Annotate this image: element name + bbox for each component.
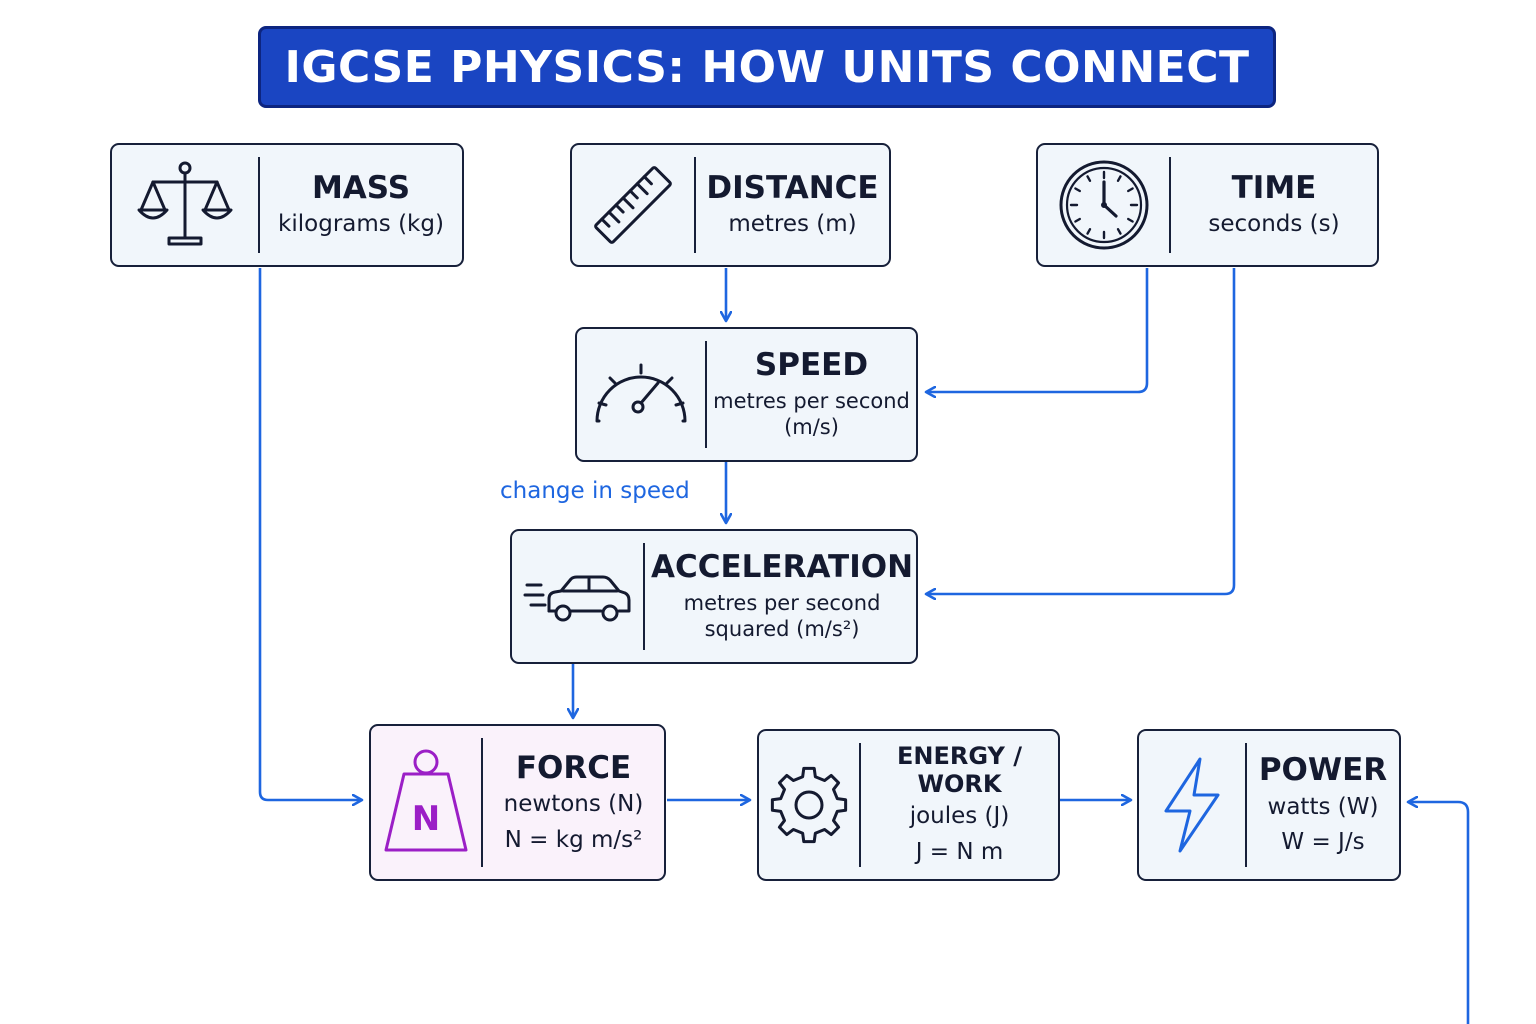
title-banner: IGCSE PHYSICS: HOW UNITS CONNECT: [258, 26, 1276, 108]
node-formula: W = J/s: [1281, 829, 1365, 856]
node-energy-work: ENERGY / WORK joules (J) J = N m: [757, 729, 1060, 881]
node-title: DISTANCE: [706, 169, 879, 206]
node-unit: metres (m): [728, 211, 857, 238]
node-unit: kilograms (kg): [278, 211, 444, 238]
node-acceleration: ACCELERATION metres per second squared (…: [510, 529, 918, 664]
arrow-time-to-acceleration: [926, 268, 1236, 594]
node-unit: seconds (s): [1208, 211, 1340, 238]
weight-icon: N: [384, 749, 468, 851]
node-force: N FORCE newtons (N) N = kg m/s²: [369, 724, 666, 881]
node-time: TIME seconds (s): [1036, 143, 1379, 267]
node-divider: [694, 157, 696, 253]
node-unit: watts (W): [1267, 793, 1379, 820]
node-unit: joules (J): [909, 803, 1010, 830]
node-formula: J = N m: [915, 839, 1004, 866]
ruler-icon: [594, 166, 672, 244]
node-title: TIME: [1231, 169, 1317, 206]
node-unit: metres per second: [683, 591, 881, 616]
node-divider: [1169, 157, 1171, 253]
balance-scale-icon: [137, 161, 233, 246]
node-divider: [705, 341, 707, 448]
node-divider: [643, 543, 645, 650]
node-speed: SPEED metres per second (m/s): [575, 327, 918, 462]
car-icon: [523, 575, 630, 621]
node-distance: DISTANCE metres (m): [570, 143, 891, 267]
node-title: ACCELERATION: [651, 549, 914, 586]
node-unit-line2: squared (m/s²): [704, 617, 860, 642]
gear-icon: [770, 766, 848, 844]
node-divider: [859, 743, 861, 867]
node-title: POWER: [1258, 752, 1388, 788]
clock-icon: [1059, 160, 1148, 250]
weight-icon-label: N: [412, 799, 440, 839]
arrow-into-power-right: [1408, 802, 1470, 1024]
page-title: IGCSE PHYSICS: HOW UNITS CONNECT: [284, 41, 1250, 93]
node-unit-line2: (m/s): [784, 415, 839, 440]
node-title: FORCE: [515, 749, 632, 786]
node-formula: N = kg m/s²: [504, 826, 643, 853]
node-unit: metres per second: [713, 389, 910, 414]
node-divider: [1245, 743, 1247, 867]
node-divider: [258, 157, 260, 253]
edge-label-change-in-speed: change in speed: [500, 478, 690, 504]
node-mass: MASS kilograms (kg): [110, 143, 464, 267]
node-title: SPEED: [754, 347, 869, 384]
node-title: ENERGY / WORK: [896, 742, 1023, 798]
lightning-icon: [1164, 757, 1220, 853]
node-unit: newtons (N): [503, 791, 644, 818]
speedometer-icon: [595, 363, 687, 422]
arrow-time-to-speed: [926, 268, 1149, 392]
node-title: MASS: [311, 169, 411, 206]
arrow-mass-to-force: [258, 268, 362, 800]
node-divider: [481, 738, 483, 867]
node-power: POWER watts (W) W = J/s: [1137, 729, 1401, 881]
